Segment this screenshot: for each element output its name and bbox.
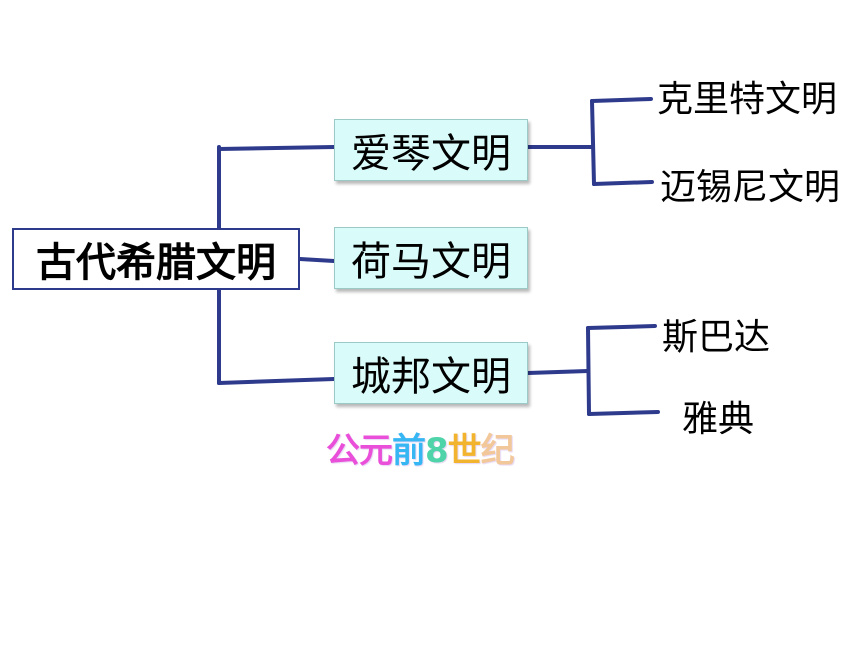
period-note: 公元前8世纪 [326,423,515,472]
leaf-athens: 雅典 [682,399,755,440]
connector-to-sparta [586,324,657,330]
connector-to-hema [298,257,336,263]
leaf-crete: 克里特文明 [657,79,838,120]
node-chengbang: 城邦文明 [334,342,528,404]
period-note-char: 公 [326,431,360,471]
period-note-char: 前 [392,431,426,471]
connector-to-chengbang [217,377,336,385]
period-note-char: 8 [425,431,449,471]
connector-to-aiqin [217,145,336,151]
connector-chengbang-out [526,369,590,375]
connector-chengbang-trunk [586,326,591,416]
connector-aiqin-trunk [590,99,596,186]
node-aiqin: 爱琴文明 [334,119,528,181]
connector-to-athens [587,410,660,416]
leaf-mycenae: 迈锡尼文明 [660,167,841,208]
period-note-char: 世 [447,431,482,471]
connector-to-crete [590,97,653,103]
connector-to-myc [592,180,654,186]
leaf-sparta: 斯巴达 [662,317,771,358]
period-note-char: 纪 [480,431,515,471]
period-note-char: 元 [359,431,393,471]
root-node: 古代希腊文明 [12,228,300,290]
node-hema: 荷马文明 [334,227,528,289]
